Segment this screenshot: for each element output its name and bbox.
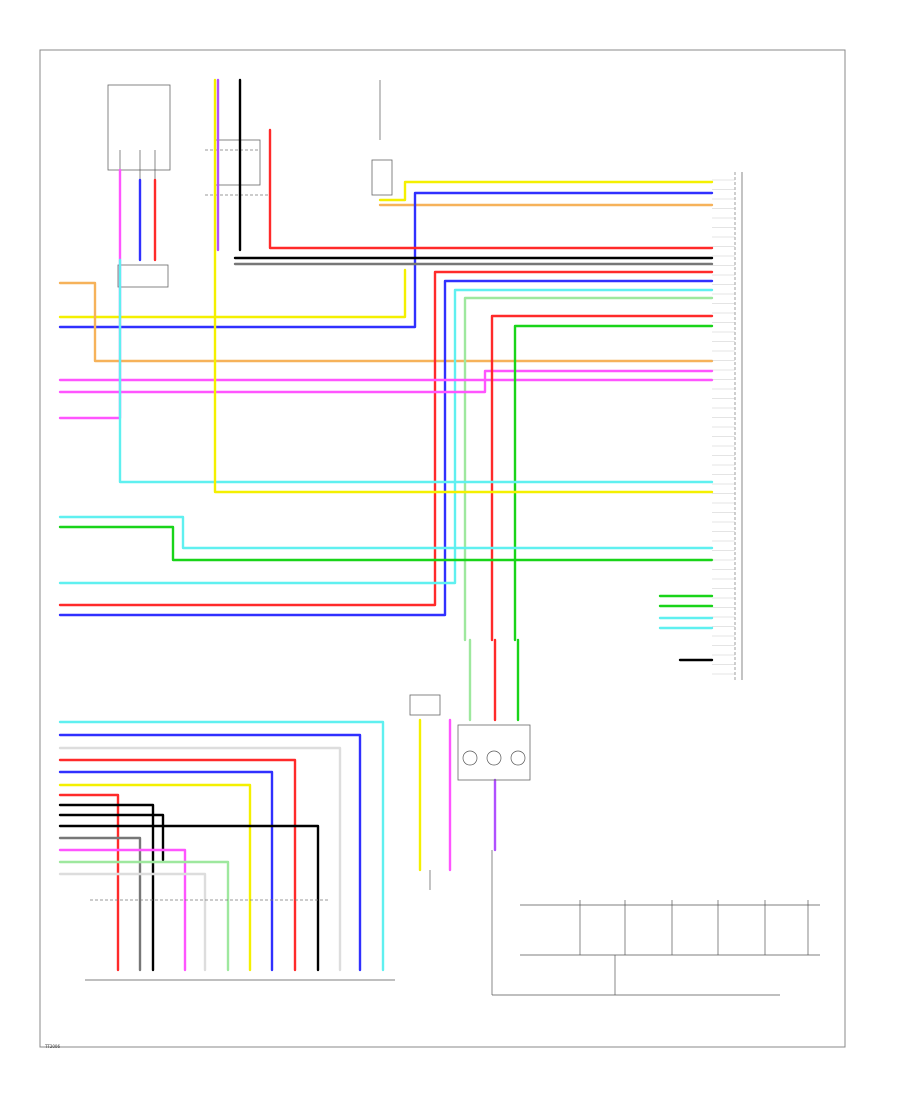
wire-lightblue-bl — [58, 720, 385, 972]
wire-white-bl2 — [58, 872, 207, 972]
wires — [58, 78, 714, 972]
wire-black-bl2 — [58, 813, 165, 862]
wire-red-bl2 — [58, 793, 120, 972]
steering-switch-module — [409, 694, 780, 996]
wire-lightgreen-bl — [58, 860, 230, 972]
wire-black-bl — [58, 803, 155, 972]
wire-lightblue-switch — [118, 258, 714, 484]
wire-lightblue-long — [58, 288, 714, 585]
wire-pink-1 — [58, 369, 714, 394]
steering-button-switches — [520, 900, 820, 995]
wire-yellow-left — [58, 268, 407, 319]
wire-yellow-vertical — [213, 78, 714, 494]
wire-green-mid — [513, 324, 714, 642]
wire-yellow-bl — [58, 783, 252, 972]
wire-red-long — [58, 270, 714, 607]
wire-gray-bl — [58, 836, 142, 972]
wire-yellow-top — [378, 180, 714, 202]
radio-unit-connector — [734, 172, 743, 680]
wire-green-step — [58, 525, 714, 562]
wire-red-bl — [58, 758, 297, 972]
wire-red-mid — [490, 314, 714, 642]
corner-label: TT2006 — [44, 1044, 60, 1049]
wire-orange-left — [58, 281, 714, 363]
wire-red-1 — [268, 128, 714, 250]
wire-blue-bl2 — [58, 770, 274, 972]
top-fuse — [371, 80, 393, 196]
bottom-left-connector — [85, 899, 395, 981]
wire-lightgreen-long — [463, 296, 714, 642]
radio-pins — [712, 179, 735, 675]
wire-blue-long — [58, 279, 714, 617]
wire-white-bl — [58, 746, 342, 972]
wire-blue-main — [58, 191, 714, 329]
wire-black-bl3 — [58, 824, 320, 972]
wire-pink-bl — [58, 848, 187, 972]
wire-lightblue-step — [58, 515, 714, 550]
wire-blue-bl — [58, 733, 362, 972]
diagram-frame — [39, 49, 846, 1048]
